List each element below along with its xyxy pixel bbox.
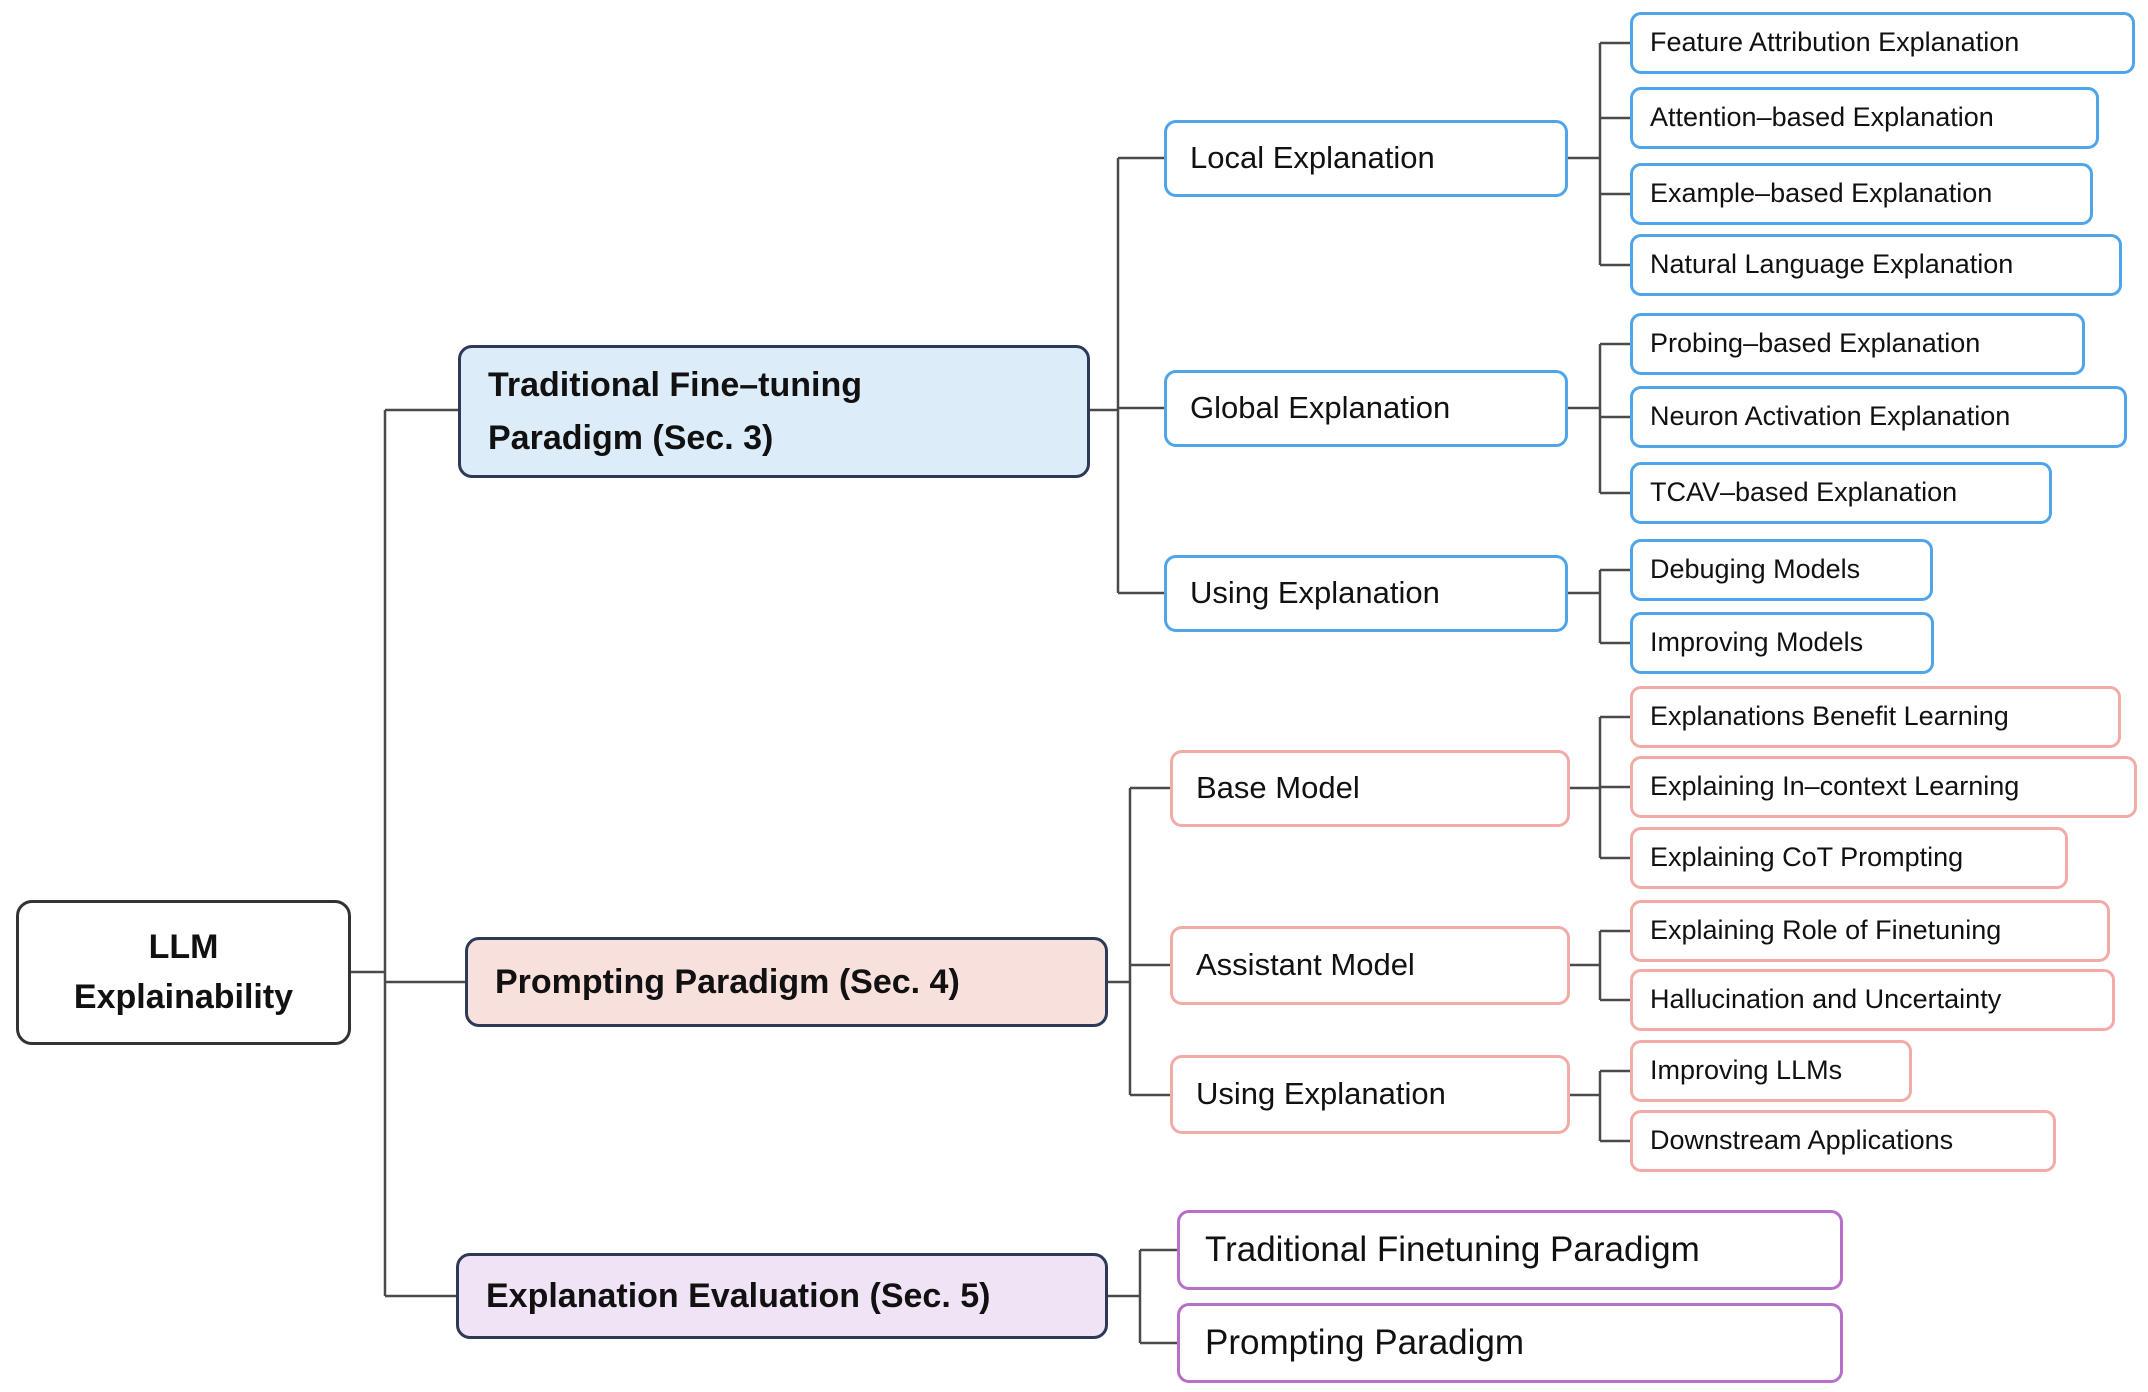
node-explaining-role-of-finetuning: Explaining Role of Finetuning bbox=[1630, 900, 2110, 962]
node-tcav-based-explanation: TCAV–based Explanation bbox=[1630, 462, 2052, 524]
node-improving-llms: Improving LLMs bbox=[1630, 1040, 1912, 1102]
node-eval-prompting-paradigm: Prompting Paradigm bbox=[1177, 1303, 1843, 1383]
node-neuron-activation-explanation: Neuron Activation Explanation bbox=[1630, 386, 2127, 448]
node-downstream-applications: Downstream Applications bbox=[1630, 1110, 2056, 1172]
node-traditional-finetuning-paradigm: Traditional Fine–tuning Paradigm (Sec. 3… bbox=[458, 345, 1090, 478]
node-explanations-benefit-learning: Explanations Benefit Learning bbox=[1630, 686, 2121, 748]
node-using-explanation-prompting: Using Explanation bbox=[1170, 1055, 1570, 1134]
node-improving-models: Improving Models bbox=[1630, 612, 1934, 674]
node-local-explanation: Local Explanation bbox=[1164, 120, 1568, 197]
node-attention-based-explanation: Attention–based Explanation bbox=[1630, 87, 2099, 149]
node-explaining-in-context-learning: Explaining In–context Learning bbox=[1630, 756, 2137, 818]
node-root-llm-explainability: LLM Explainability bbox=[16, 900, 351, 1045]
node-prompting-paradigm: Prompting Paradigm (Sec. 4) bbox=[465, 937, 1108, 1027]
node-explanation-evaluation: Explanation Evaluation (Sec. 5) bbox=[456, 1253, 1108, 1339]
node-global-explanation: Global Explanation bbox=[1164, 370, 1568, 447]
node-probing-based-explanation: Probing–based Explanation bbox=[1630, 313, 2085, 375]
node-base-model: Base Model bbox=[1170, 750, 1570, 827]
node-debuging-models: Debuging Models bbox=[1630, 539, 1933, 601]
node-example-based-explanation: Example–based Explanation bbox=[1630, 163, 2093, 225]
node-hallucination-and-uncertainty: Hallucination and Uncertainty bbox=[1630, 969, 2115, 1031]
node-natural-language-explanation: Natural Language Explanation bbox=[1630, 234, 2122, 296]
node-using-explanation-finetuning: Using Explanation bbox=[1164, 555, 1568, 632]
node-eval-traditional-finetuning-paradigm: Traditional Finetuning Paradigm bbox=[1177, 1210, 1843, 1290]
node-explaining-cot-prompting: Explaining CoT Prompting bbox=[1630, 827, 2068, 889]
node-feature-attribution-explanation: Feature Attribution Explanation bbox=[1630, 12, 2135, 74]
node-assistant-model: Assistant Model bbox=[1170, 926, 1570, 1005]
